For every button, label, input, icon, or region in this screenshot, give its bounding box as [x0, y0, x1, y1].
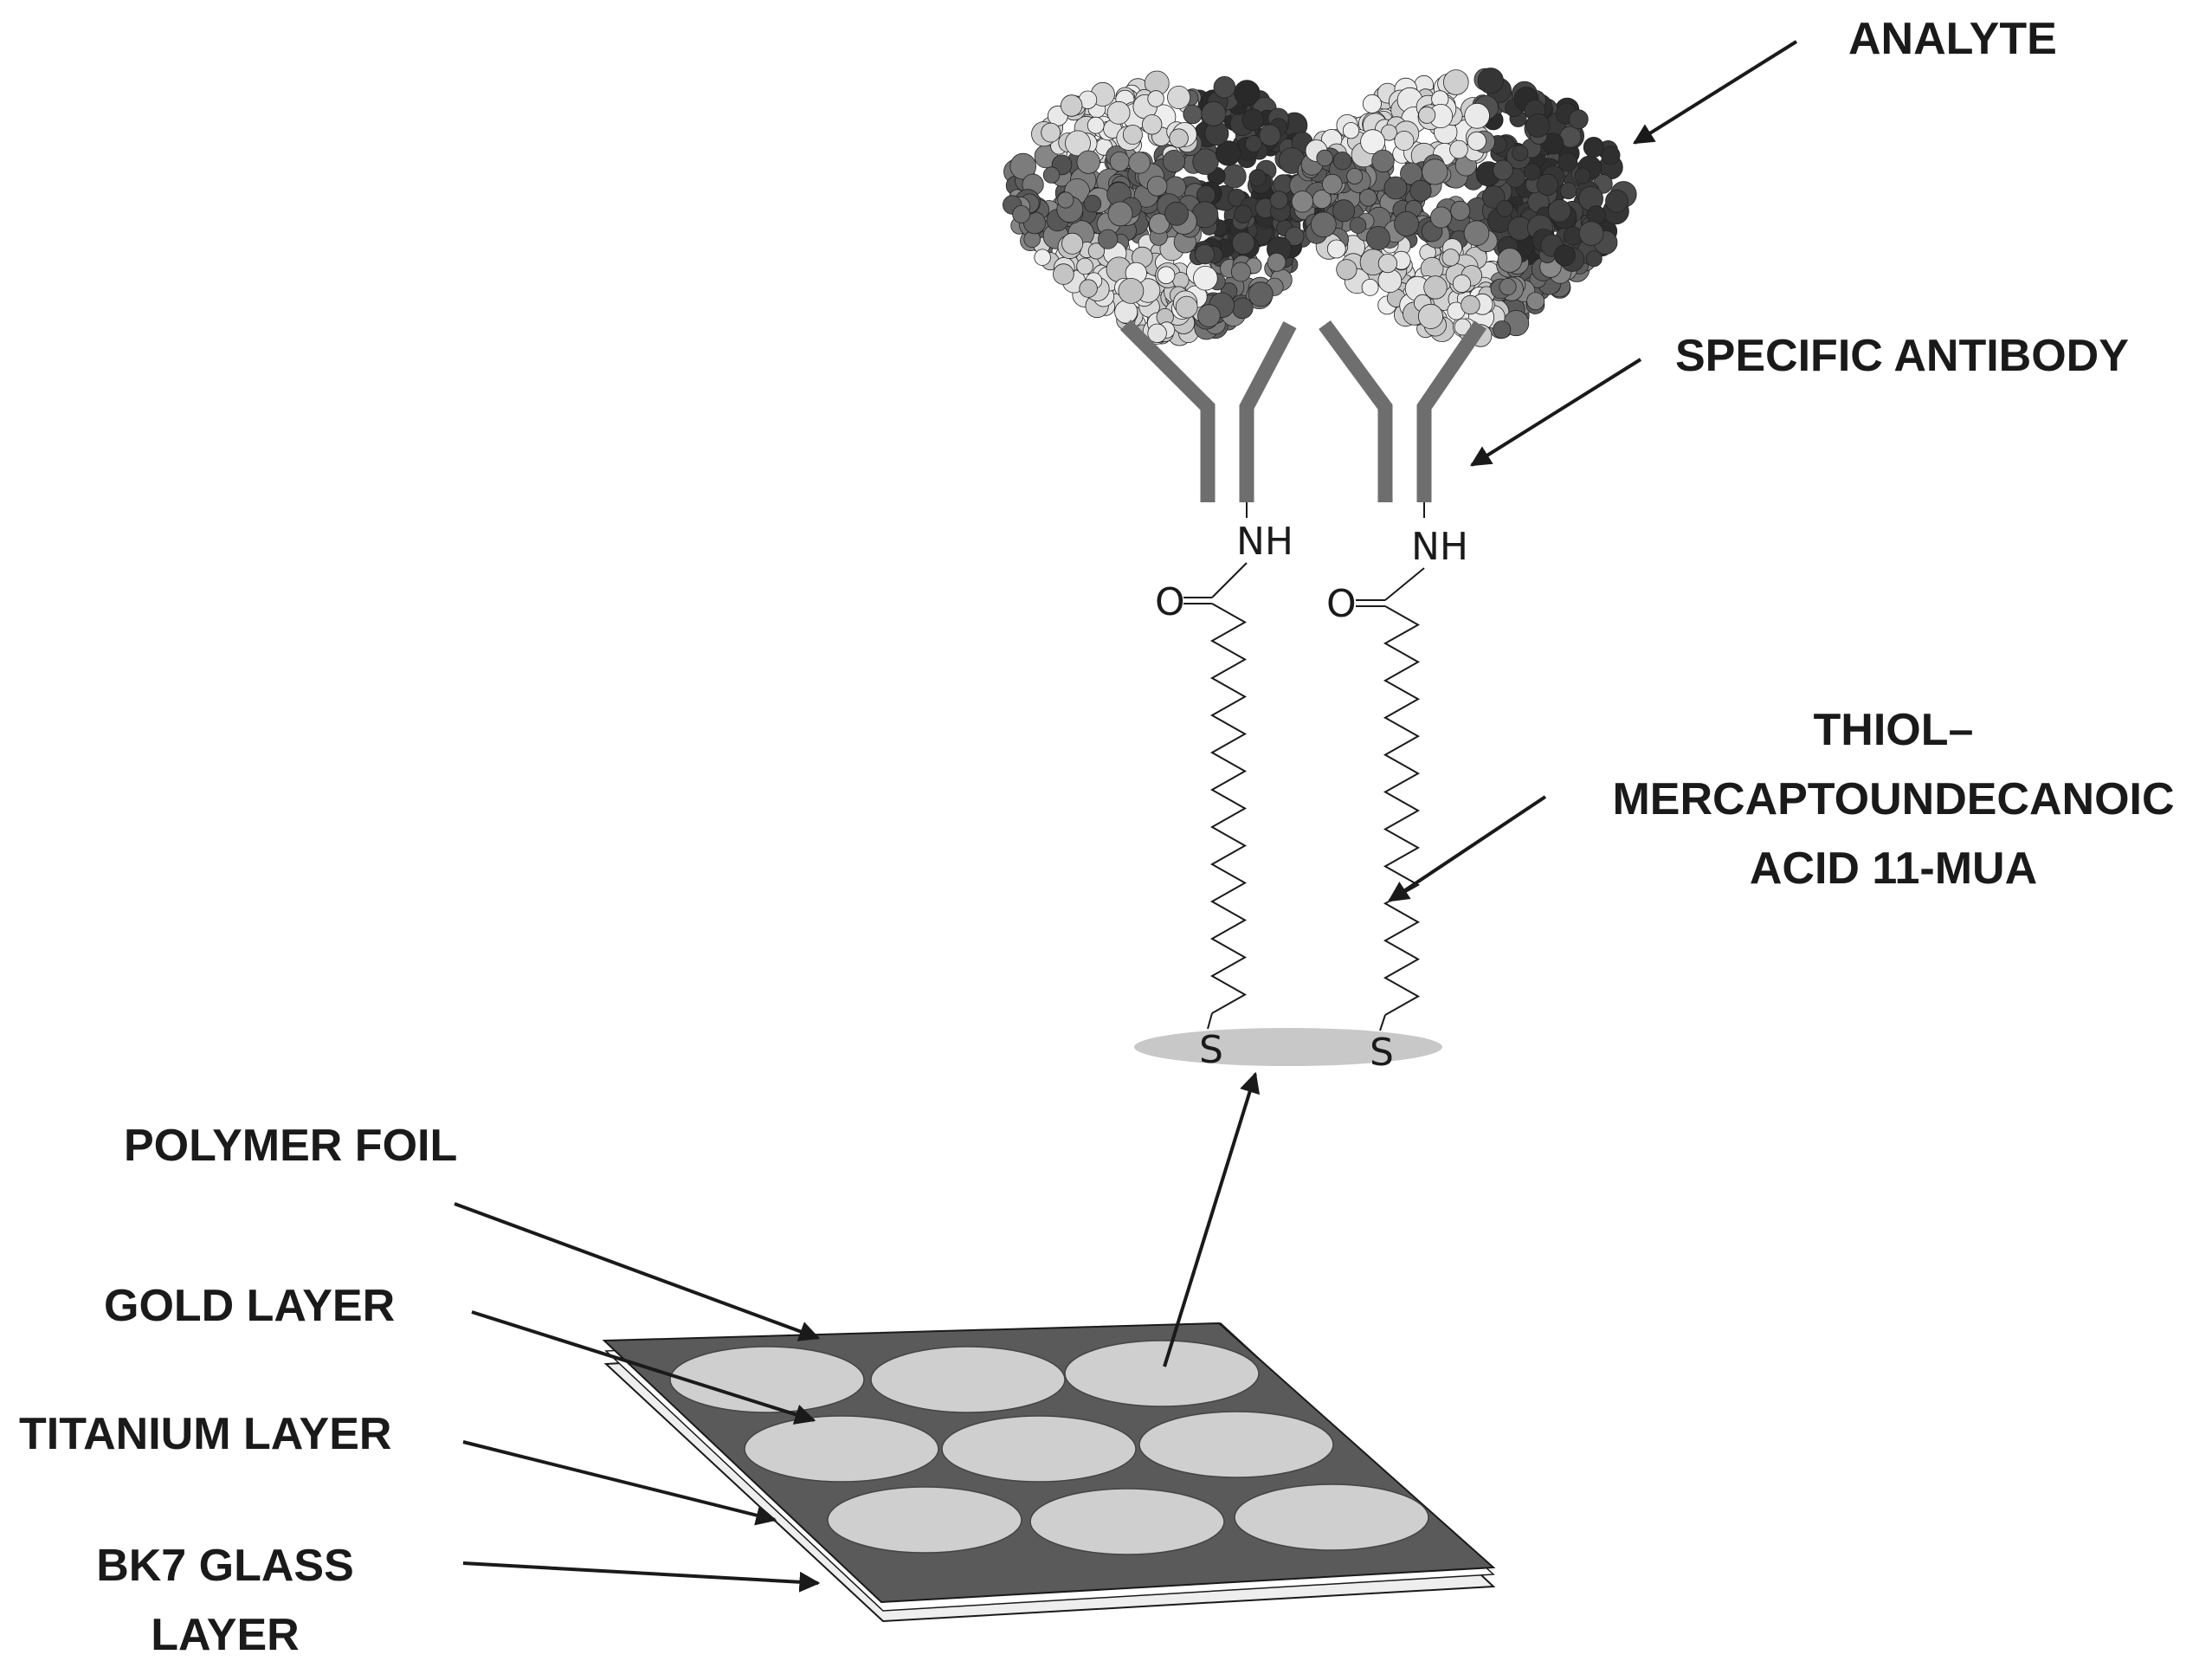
gold-spot — [870, 1346, 1066, 1413]
gold-spot — [669, 1346, 865, 1413]
mua-chain-right — [1383, 605, 1421, 1016]
label-specific-antibody: SPECIFIC ANTIBODY — [1675, 331, 2129, 381]
gold-spot — [1029, 1488, 1225, 1555]
analyte-protein-left — [1002, 70, 1345, 346]
label-thiol-line1: THIOL– — [1814, 705, 1974, 755]
antibody-right — [1319, 320, 1487, 502]
arrow-thiol — [1388, 795, 1547, 902]
label-analyte: ANALYTE — [1848, 14, 2057, 64]
bond-nh-c-left — [1211, 562, 1248, 598]
gold-spot — [744, 1415, 939, 1483]
carbonyl-o-right: O — [1326, 582, 1357, 626]
gold-spot — [827, 1486, 1022, 1554]
arrow-titanium-layer — [462, 1440, 777, 1526]
sensor-chip — [602, 1322, 1496, 1623]
carbonyl-o-left: O — [1155, 580, 1185, 624]
gold-spot — [941, 1415, 1137, 1483]
antibody-left — [1119, 319, 1297, 502]
label-bk7-line2: LAYER — [151, 1610, 299, 1660]
label-titanium-layer: TITANIUM LAYER — [19, 1409, 391, 1459]
label-polymer-foil: POLYMER FOIL — [124, 1121, 457, 1171]
label-bk7-line1: BK7 GLASS — [96, 1541, 354, 1591]
sulfur-right: S — [1370, 1031, 1394, 1075]
carbonyl-double-bond-left — [1183, 597, 1212, 604]
arrow-bk7-layer — [462, 1561, 821, 1593]
arrow-antibody — [1469, 358, 1642, 467]
label-thiol-line2: MERCAPTOUNDECANOIC — [1612, 774, 2174, 824]
gold-spot — [1234, 1483, 1429, 1551]
mua-chain-left — [1209, 603, 1248, 1014]
label-gold-layer: GOLD LAYER — [104, 1281, 395, 1331]
bond-chain-s-left — [1207, 1012, 1213, 1030]
gold-spot — [1064, 1340, 1260, 1407]
bond-chain-s-right — [1379, 1014, 1386, 1031]
gold-layer-spots — [669, 1340, 1429, 1555]
analyte-protein-right — [1289, 68, 1637, 347]
arrows — [454, 40, 1798, 1593]
analyte-proteins — [1002, 68, 1637, 347]
amide-nh-right: NH — [1411, 525, 1468, 569]
arrow-polymer-foil — [454, 1202, 821, 1341]
bond-nh-c-right — [1384, 567, 1425, 601]
label-thiol-line3: ACID 11-MUA — [1750, 843, 2037, 894]
arrow-analyte — [1632, 40, 1798, 145]
amide-nh-left: NH — [1236, 520, 1293, 564]
arrow-gold-layer — [471, 1310, 816, 1425]
arrow-detail — [1163, 1071, 1261, 1367]
gold-spot — [1138, 1411, 1334, 1478]
sulfur-left: S — [1199, 1028, 1223, 1072]
gold-surface-spot-detail — [1134, 1028, 1442, 1066]
carbonyl-double-bond-right — [1356, 599, 1385, 607]
